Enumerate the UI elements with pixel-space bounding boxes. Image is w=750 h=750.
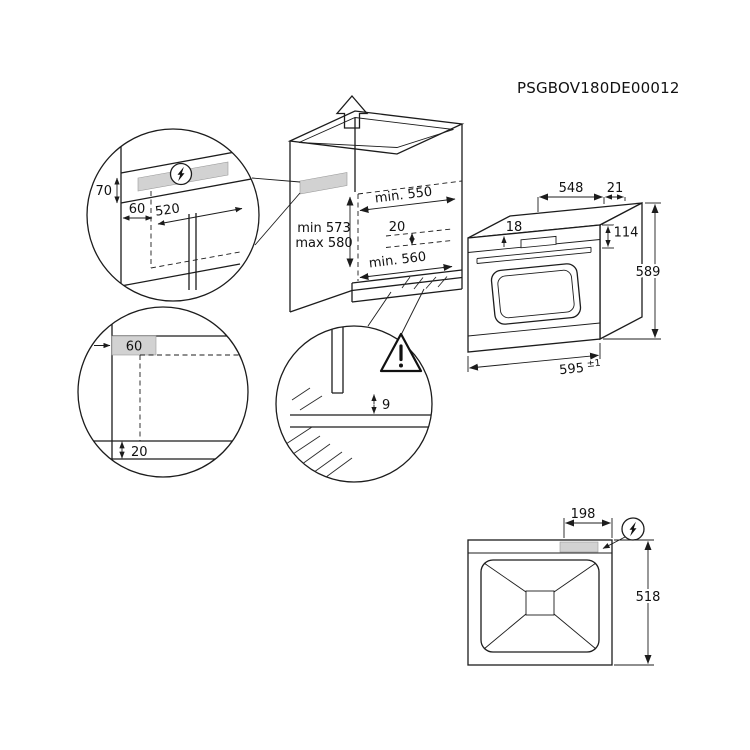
dim-panel-height: 114 [602, 224, 640, 249]
detail-electrical-connection: 70 60 520 [86, 128, 260, 302]
dim-vent-gap: 9 [371, 394, 390, 414]
side-zone-shade [111, 335, 157, 356]
cabinet-niche-drawing: min. 550 20 min 573 max 580 min. 560 [251, 95, 465, 340]
detail-circle-border [275, 325, 433, 483]
niche-height-min-label: min 573 [297, 221, 350, 236]
power-point-pointer [602, 536, 626, 549]
dim-connection-depth: 520 [154, 201, 243, 226]
door-overhang-label: 21 [607, 181, 624, 196]
dim-niche-width: min. 550 [359, 185, 456, 213]
cable-position-label: 198 [571, 507, 596, 522]
door-bottom-line [467, 322, 601, 337]
oven-drawing: 548 21 18 114 589 595 ±1 [467, 181, 662, 378]
connection-zone-shade [299, 172, 348, 195]
dim-top-clearance: 18 [501, 220, 523, 247]
dim-niche-height: min 573 max 580 [295, 196, 354, 268]
door-window [490, 263, 582, 325]
detail-callout-lines [251, 177, 425, 340]
detail-circle-border [77, 306, 249, 478]
center-plate [525, 590, 555, 616]
control-display [520, 235, 557, 249]
oven-width-label: 595 [559, 361, 585, 378]
connection-side-offset-label: 60 [129, 202, 146, 217]
panel-height-label: 114 [614, 226, 639, 241]
base-recess-label: 20 [131, 445, 148, 460]
niche-rear-gap-label: 20 [389, 220, 406, 235]
oven-width-tolerance-label: ±1 [586, 358, 601, 370]
detail-rear-vent-gap: 9 [275, 325, 433, 483]
dim-oven-height: 589 [603, 202, 662, 340]
dim-niche-depth: min. 560 [359, 250, 453, 280]
top-view-depth-label: 518 [636, 590, 661, 605]
connection-top-offset-label: 70 [95, 184, 112, 199]
niche-height-max-label: max 580 [295, 236, 352, 251]
dim-connection-top-offset: 70 [95, 177, 120, 204]
detail-base-clearance: 60 20 [77, 306, 249, 478]
part-code: PSGBOV180DE00012 [517, 79, 680, 97]
niche-width-label: min. 550 [374, 185, 433, 207]
dim-door-overhang: 21 [605, 181, 626, 201]
top-view-cross-braces [483, 562, 597, 650]
niche-interior-hidden-lines [357, 180, 463, 281]
dim-top-view-depth: 518 [614, 539, 662, 666]
top-view-inner-panel [480, 559, 600, 653]
terminal-box [559, 541, 599, 553]
base-side-zone-label: 60 [126, 340, 143, 355]
top-clearance-label: 18 [506, 220, 523, 235]
niche-floor [351, 269, 463, 303]
dim-cable-position: 198 [563, 507, 613, 538]
oven-height-label: 589 [636, 265, 661, 280]
dim-base-recess: 20 [119, 441, 148, 460]
dim-connection-side-offset: 60 [122, 202, 153, 221]
oven-top-view: 198 518 [467, 507, 662, 666]
dim-oven-width: 595 ±1 [467, 343, 601, 378]
warning-triangle-icon [379, 332, 423, 373]
connection-depth-label: 520 [154, 201, 181, 219]
dim-niche-rear-gap: 20 [389, 220, 415, 246]
wood-grain-hatching [285, 387, 353, 481]
top-view-outline [467, 539, 613, 666]
detail-circle-border [86, 128, 260, 302]
niche-depth-label: min. 560 [368, 250, 427, 272]
detail-base-content: 60 20 [86, 307, 248, 477]
oven-depth-label: 548 [559, 181, 584, 196]
detail-vent-content: 9 [285, 326, 432, 481]
door-handle [476, 246, 592, 264]
vent-gap-label: 9 [382, 398, 390, 413]
cabinet-outline [287, 110, 465, 313]
dim-oven-depth: 548 [537, 181, 605, 212]
